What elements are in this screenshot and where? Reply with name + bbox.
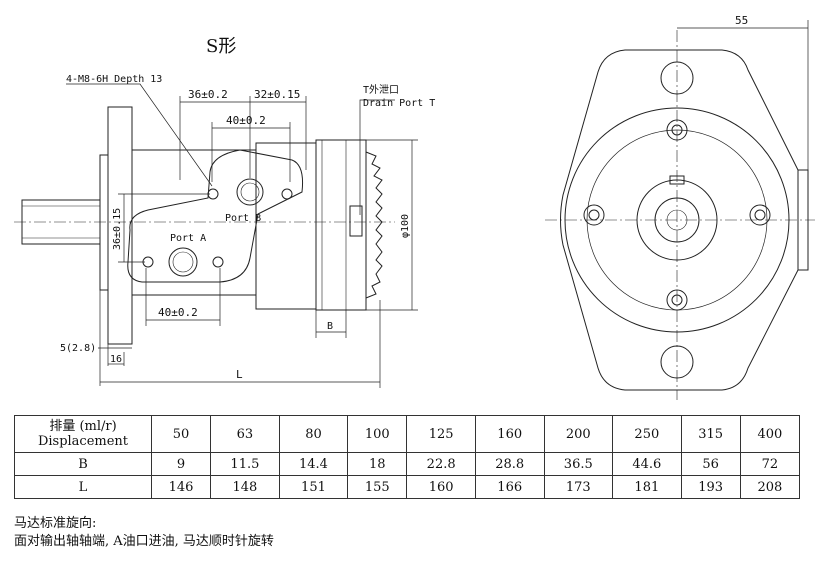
dim-16: 16 xyxy=(110,354,122,365)
dim-36: 36±0.2 xyxy=(188,88,228,101)
table-cell: 155 xyxy=(347,475,408,499)
table-cell: 11.5 xyxy=(210,452,280,476)
table-cell: 400 xyxy=(739,415,801,453)
table-row-displacement: 排量 (ml/r) Displacement 50 63 80 100 125 … xyxy=(14,415,801,453)
spec-table: 排量 (ml/r) Displacement 50 63 80 100 125 … xyxy=(14,415,801,499)
drain-port-t xyxy=(349,205,363,237)
table-cell: 72 xyxy=(739,452,801,476)
drawing-title: S形 xyxy=(206,36,236,57)
table-cell: 148 xyxy=(210,475,280,499)
dim-55: 55 xyxy=(735,14,748,27)
table-cell: 56 xyxy=(680,452,741,476)
end-cover xyxy=(315,139,367,311)
thread-label: 4-M8-6H Depth 13 xyxy=(66,74,162,85)
displacement-header: 排量 (ml/r) Displacement xyxy=(14,415,152,453)
drain-label-cn: T外泄口 xyxy=(363,83,399,96)
dim-36-vertical: 36±0.15 xyxy=(112,208,123,250)
bolt xyxy=(583,204,605,226)
table-row-l: L 146 148 151 155 160 166 173 181 193 20… xyxy=(14,475,801,499)
table-cell: 36.5 xyxy=(543,452,614,476)
rotation-note: 马达标准旋向: 面对输出轴轴端, A油口进油, 马达顺时针旋转 xyxy=(14,515,274,551)
table-cell: 250 xyxy=(612,415,682,453)
stator-housing xyxy=(255,142,317,310)
drain-label-en: Drain Port T xyxy=(363,98,435,109)
table-cell: 166 xyxy=(474,475,545,499)
table-cell: 80 xyxy=(278,415,349,453)
table-cell: 200 xyxy=(543,415,614,453)
bolt-hole xyxy=(281,188,293,200)
dim-5: 5(2.8) xyxy=(60,343,96,354)
table-cell: 181 xyxy=(612,475,682,499)
row-label: B xyxy=(14,452,152,476)
table-cell: 63 xyxy=(210,415,280,453)
table-cell: 173 xyxy=(543,475,614,499)
note-line-1: 马达标准旋向: xyxy=(14,516,97,531)
table-cell: 315 xyxy=(680,415,741,453)
technical-drawing: S形 xyxy=(14,14,815,400)
port-a-hole xyxy=(168,247,198,277)
port-plate xyxy=(127,149,303,283)
dim-l: L xyxy=(236,368,243,381)
flange-outline xyxy=(560,49,799,391)
table-cell: 151 xyxy=(278,475,349,499)
diameter-100: φ100 xyxy=(400,214,411,238)
front-view xyxy=(545,20,815,400)
header-cn: 排量 (ml/r) xyxy=(49,419,117,434)
table-cell: 28.8 xyxy=(474,452,545,476)
port-b-hole xyxy=(236,178,264,206)
table-cell: 125 xyxy=(406,415,476,453)
dim-b: B xyxy=(327,321,333,332)
dim-32: 32±0.15 xyxy=(254,88,300,101)
table-cell: 18 xyxy=(347,452,408,476)
dim-40-top: 40±0.2 xyxy=(226,114,266,127)
table-row-b: B 9 11.5 14.4 18 22.8 28.8 36.5 44.6 56 … xyxy=(14,452,801,476)
table-cell: 22.8 xyxy=(406,452,476,476)
header-en: Displacement xyxy=(37,434,129,449)
table-cell: 14.4 xyxy=(278,452,349,476)
row-label: L xyxy=(14,475,152,499)
bolt xyxy=(749,204,771,226)
table-cell: 160 xyxy=(406,475,476,499)
side-view xyxy=(14,106,395,345)
port-a-label: Port A xyxy=(170,233,206,244)
side-view-dimensions xyxy=(66,83,418,388)
note-line-2: 面对输出轴轴端, A油口进油, 马达顺时针旋转 xyxy=(14,534,274,549)
table-cell: 208 xyxy=(739,475,801,499)
table-cell: 146 xyxy=(150,475,212,499)
table-cell: 100 xyxy=(347,415,408,453)
table-cell: 160 xyxy=(474,415,545,453)
bolt-hole xyxy=(212,256,224,268)
table-cell: 44.6 xyxy=(612,452,682,476)
table-cell: 9 xyxy=(150,452,212,476)
dim-40-bottom: 40±0.2 xyxy=(158,306,198,319)
table-cell: 50 xyxy=(150,415,212,453)
rotor-cap xyxy=(365,151,383,299)
port-b-label: Port B xyxy=(225,213,261,224)
pilot-ring xyxy=(99,154,109,291)
table-cell: 193 xyxy=(680,475,741,499)
